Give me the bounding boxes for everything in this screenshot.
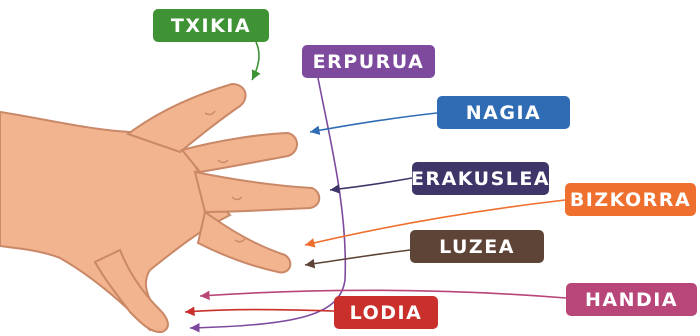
arrow-lodia [185,310,334,312]
hand-illustration [0,84,319,332]
label-txikia: TXIKIA [153,9,269,42]
finger-fourth-shape [198,212,290,272]
label-lodia: LODIA [334,296,438,329]
arrow-luzea [305,250,410,265]
label-bizkorra: BIZKORRA [565,183,696,216]
label-luzea: LUZEA [410,230,544,263]
palm-shape [0,112,230,330]
finger-second-shape [182,133,297,172]
label-handia: HANDIA [566,283,697,316]
finger-third-shape [195,172,319,212]
arrow-erakuslea [330,178,412,190]
label-erakuslea: ERAKUSLEA [412,162,549,195]
arrow-nagia [310,113,437,132]
arrow-txikia [252,42,259,80]
label-nagia: NAGIA [437,96,570,129]
label-erpurua: ERPURUA [302,45,435,78]
